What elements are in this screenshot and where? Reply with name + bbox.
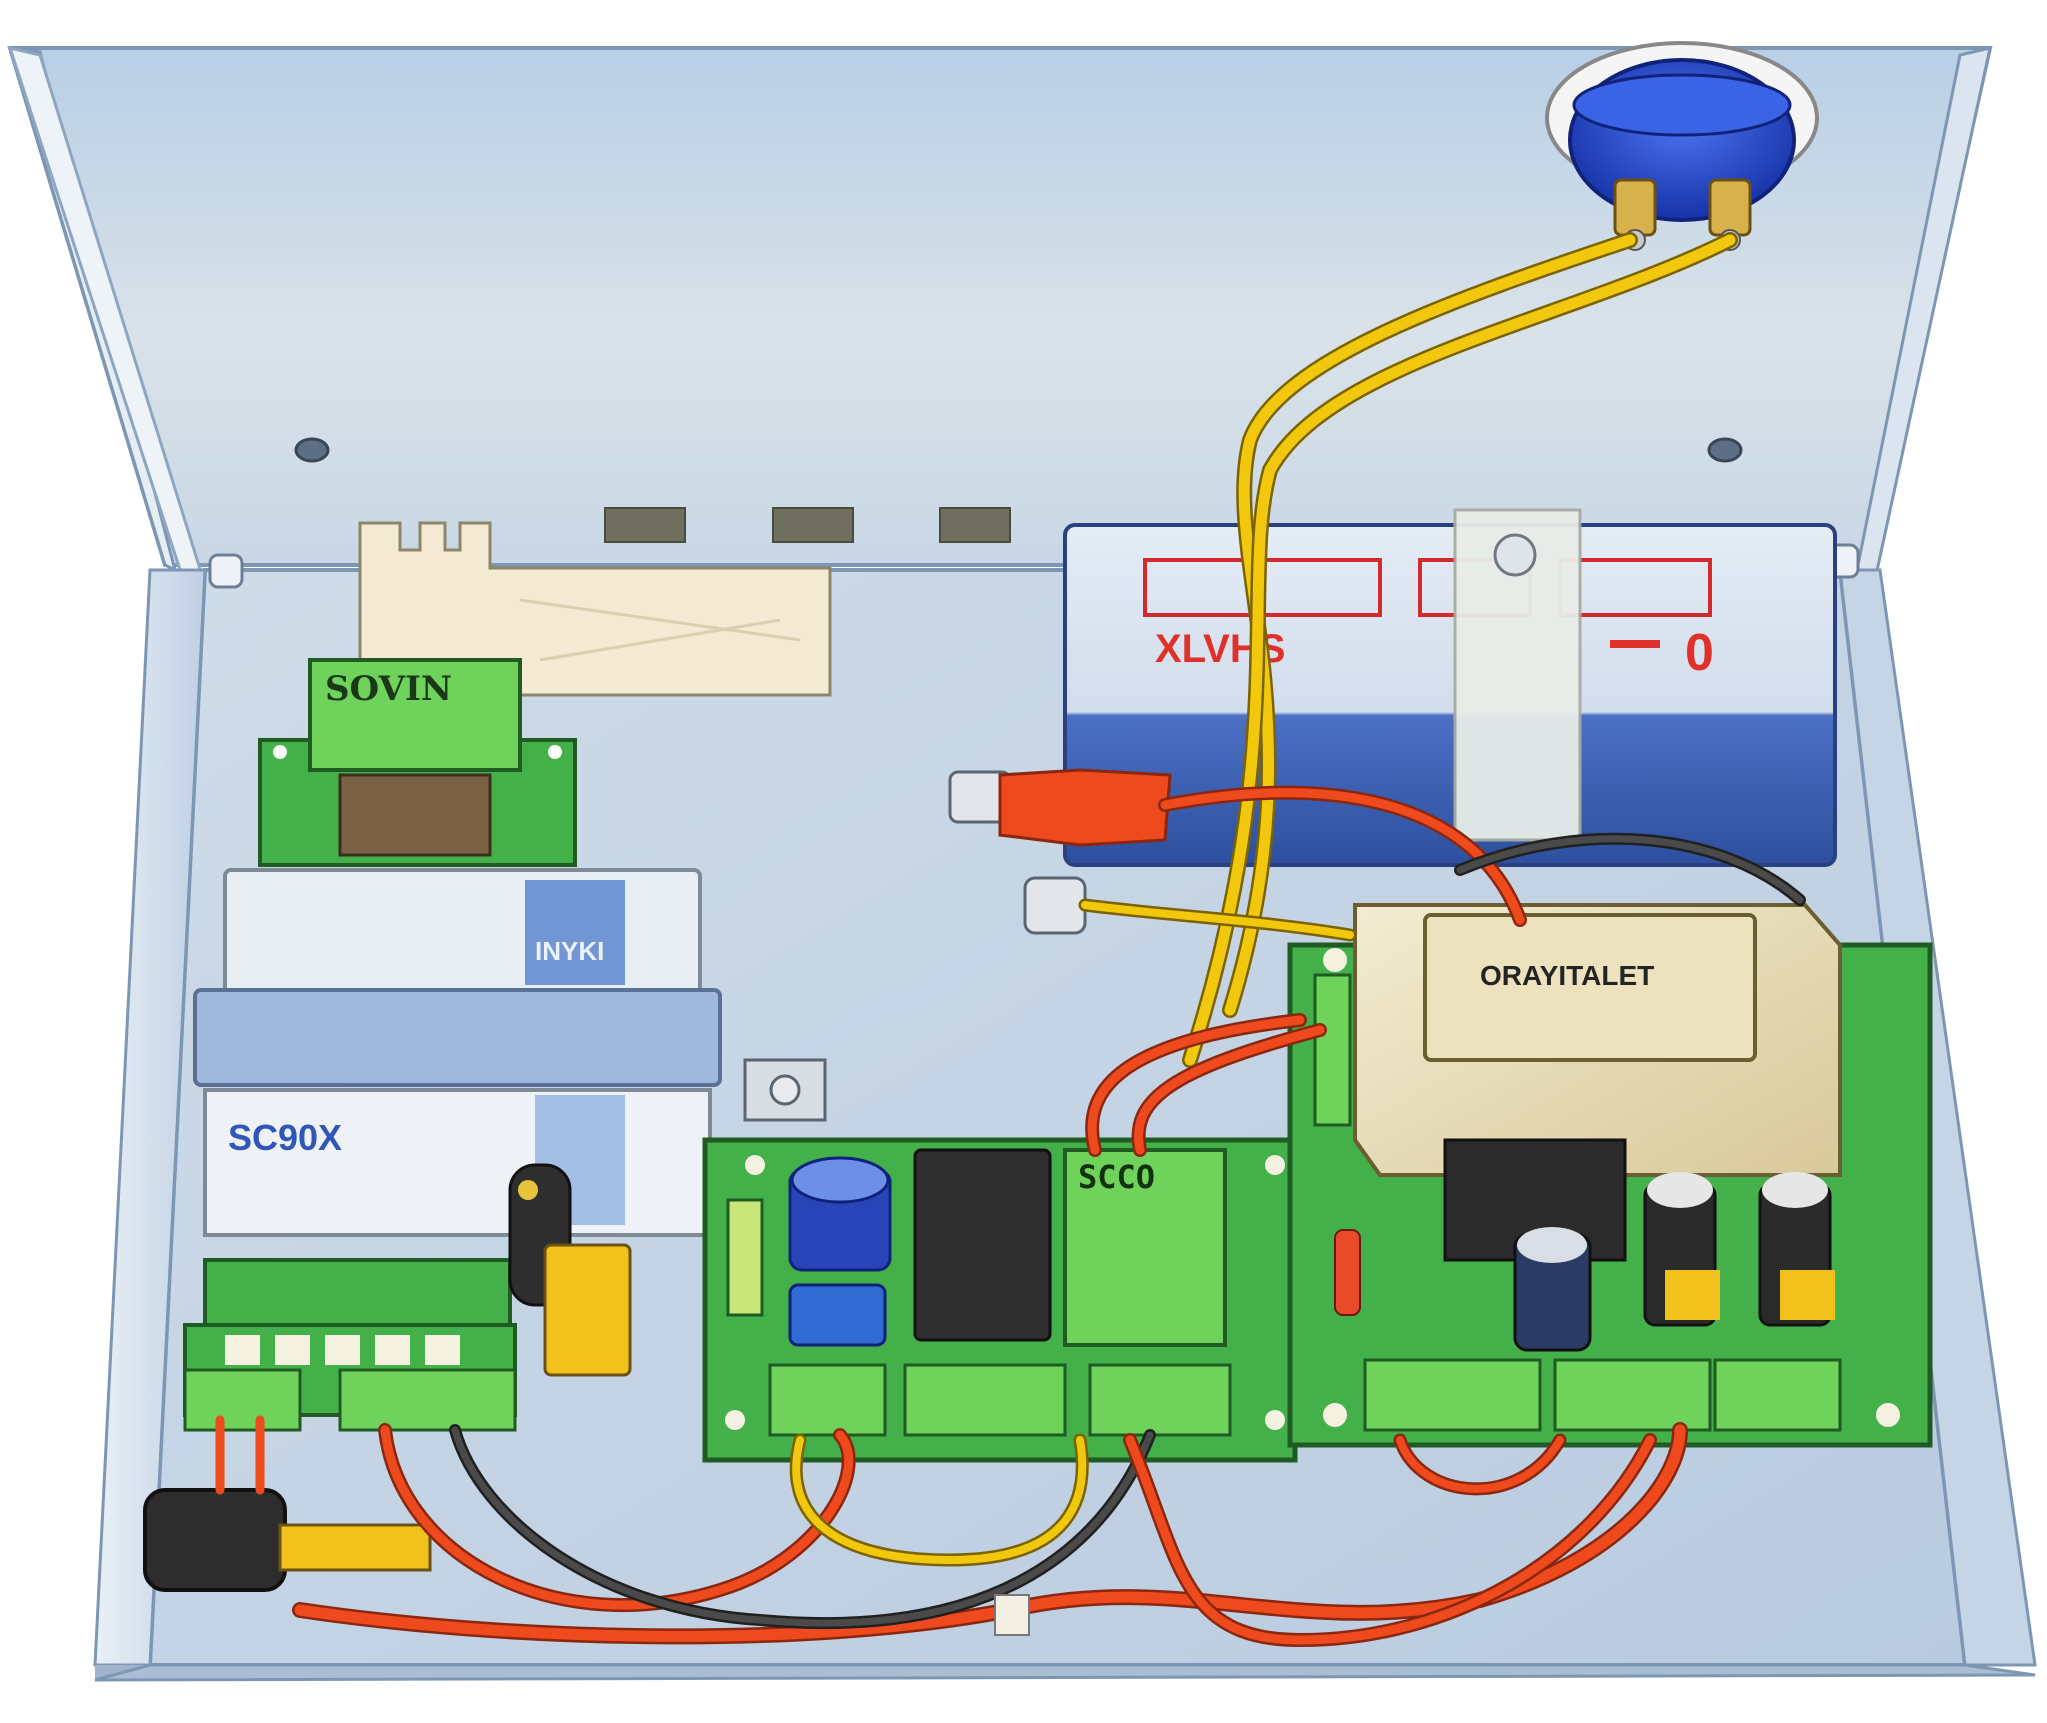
- left-module-terminals: [225, 1335, 460, 1365]
- capacitor-icon: [788, 1156, 892, 1272]
- battery-mark: 0: [1685, 624, 1714, 682]
- cable-connector: [143, 1488, 432, 1592]
- mounting-plate: [358, 521, 832, 697]
- top-terminal-block: SOVIN: [258, 658, 577, 867]
- left-module: INYKI SC90X: [183, 868, 827, 1432]
- relay-icon: [913, 1148, 1052, 1342]
- transformer: ORAYITALET: [1353, 903, 1842, 1262]
- pressure-switch-icon: [1545, 41, 1819, 251]
- right-board: ORAYITALET: [1287, 903, 1933, 1448]
- top-terminal-block-label: SOVIN: [325, 669, 452, 709]
- wiring: [215, 232, 1806, 1648]
- left-module-tag: INYKI: [535, 936, 604, 966]
- middle-board: SCCO: [702, 1137, 1298, 1463]
- middle-board-label: SCCO: [1078, 1158, 1155, 1196]
- transformer-label: ORAYITALET: [1480, 960, 1654, 991]
- left-module-side: SC90X: [228, 1117, 342, 1158]
